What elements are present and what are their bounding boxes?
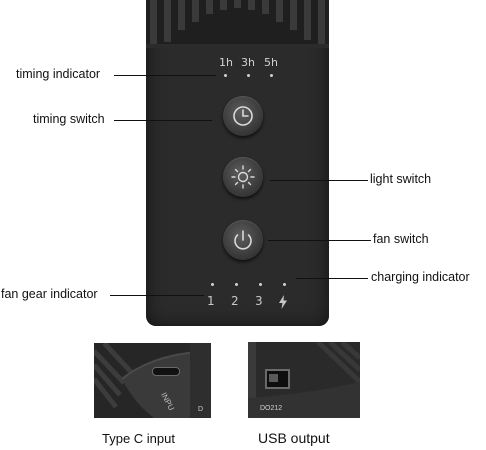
leader-fan-switch [268, 240, 371, 241]
gear-label-1: 1 [207, 294, 215, 308]
timer-label-5h: 5h [264, 56, 278, 69]
gear-dot-1 [211, 283, 214, 286]
callout-timing-switch: timing switch [33, 112, 105, 126]
caption-type-c-input: Type C input [102, 431, 175, 446]
usb-a-port-icon [265, 369, 290, 389]
light-switch-button[interactable] [223, 157, 263, 197]
timer-label-1h: 1h [219, 56, 233, 69]
leader-charging-indicator [296, 278, 368, 279]
caption-usb-output: USB output [258, 430, 330, 446]
usb-c-port-icon [152, 367, 180, 376]
leader-fan-gear-indicator [110, 295, 204, 296]
callout-charging-indicator: charging indicator [371, 270, 470, 284]
timing-switch-button[interactable] [223, 96, 263, 136]
timer-dot-5h [270, 74, 273, 77]
lightning-icon [279, 295, 287, 309]
callout-fan-gear-indicator: fan gear indicator [1, 287, 98, 301]
usb-output-photo: DO212 [248, 342, 360, 418]
callout-fan-switch: fan switch [373, 232, 429, 246]
fan-switch-button[interactable] [223, 220, 263, 260]
leader-timing-switch [114, 120, 212, 121]
model-left: D [198, 406, 204, 413]
type-c-port-photo: INPU D [94, 343, 211, 418]
leader-timing-indicator [114, 75, 216, 76]
callout-light-switch: light switch [370, 172, 432, 186]
leader-light-switch [270, 180, 368, 181]
charging-dot [283, 283, 286, 286]
gear-dot-2 [235, 283, 238, 286]
gear-dot-3 [259, 283, 262, 286]
gear-label-3: 3 [255, 294, 263, 308]
fan-fins [146, 0, 329, 48]
power-icon [234, 230, 252, 250]
clock-icon [233, 106, 253, 126]
timer-dot-1h [224, 74, 227, 77]
timer-dot-3h [247, 74, 250, 77]
sun-icon [231, 165, 255, 189]
model-right: DO212 [260, 405, 283, 412]
gear-label-2: 2 [231, 294, 239, 308]
timer-label-3h: 3h [241, 56, 255, 69]
callout-timing-indicator: timing indicator [16, 67, 101, 81]
